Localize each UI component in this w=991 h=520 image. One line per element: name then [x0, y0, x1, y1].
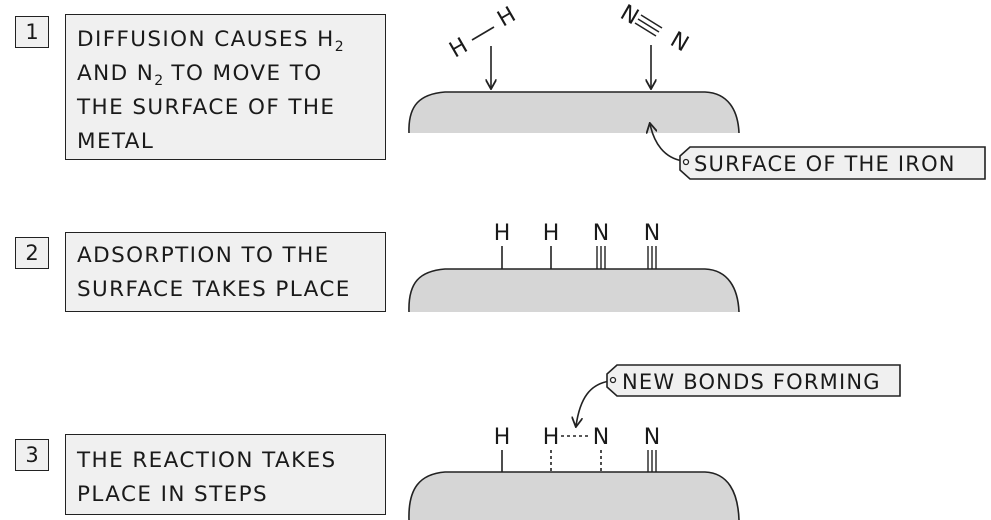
step-1-line-1: DIFFUSION CAUSES H2: [77, 27, 344, 55]
nitrogen-triple-bond: [634, 14, 663, 37]
surface-callout-arrow: [650, 124, 684, 162]
reacting-hydrogen-1: H: [494, 425, 511, 450]
iron-surface-3: [408, 472, 739, 520]
hydrogen-atom-left: H: [445, 33, 472, 63]
adsorbed-hydrogen-2: H: [543, 221, 560, 246]
step-2-description: ADSORPTION TO THE SURFACE TAKES PLACE: [65, 232, 386, 312]
iron-surface-1-outline: [408, 91, 740, 134]
reacting-nitrogen-2-triple-bond: [647, 450, 657, 472]
adsorbed-nitrogen-1: N: [593, 221, 609, 246]
iron-surface-1: [408, 92, 739, 133]
new-bonds-callout-pin: [609, 376, 617, 384]
iron-surface-3-outline: [408, 471, 740, 520]
new-bonds-forming-label: NEW BONDS FORMING: [622, 370, 881, 394]
hydrogen-molecule: H H: [445, 2, 520, 63]
hydrogen-bond: [471, 26, 495, 41]
new-bonds-callout-tag: [606, 364, 901, 397]
step-3-line-1: THE REACTION TAKES: [77, 448, 337, 473]
step-1-number: 1: [15, 16, 49, 48]
step-2-number: 2: [15, 237, 49, 269]
new-bonds-callout-arrow: [576, 380, 611, 426]
surface-callout-tag: [679, 146, 986, 180]
step-2-line-2: SURFACE TAKES PLACE: [77, 277, 351, 302]
iron-surface-2: [408, 269, 739, 312]
reacting-nitrogen-1: N: [593, 425, 609, 450]
reacting-hydrogen-2: H: [543, 425, 560, 450]
step-3-line-2: PLACE IN STEPS: [77, 482, 269, 507]
adsorbed-nitrogen-2: N: [644, 221, 660, 246]
adsorbed-nitrogen-1-triple-bond: [596, 246, 606, 269]
adsorbed-nitrogen-2-triple-bond: [647, 246, 657, 269]
surface-callout-pin: [682, 158, 690, 166]
step-2-line-1: ADSORPTION TO THE: [77, 243, 330, 268]
iron-surface-2-outline: [408, 268, 740, 313]
step-1-line-3: THE SURFACE OF THE: [77, 95, 336, 120]
reacting-nitrogen-2: N: [644, 425, 660, 450]
step-1-line-2: AND N2 TO MOVE TO: [77, 61, 323, 89]
step-1-description: DIFFUSION CAUSES H2 AND N2 TO MOVE TO TH…: [65, 14, 386, 160]
step-1-line-4: METAL: [77, 129, 155, 154]
hydrogen-atom-right: H: [493, 2, 520, 32]
nitrogen-atom-right: N: [666, 27, 693, 57]
step-3-number: 3: [15, 439, 49, 471]
step-3-description: THE REACTION TAKES PLACE IN STEPS: [65, 434, 386, 515]
adsorbed-hydrogen-1: H: [494, 221, 511, 246]
surface-of-iron-label: SURFACE OF THE IRON: [694, 152, 956, 176]
nitrogen-molecule: N N: [616, 0, 693, 57]
